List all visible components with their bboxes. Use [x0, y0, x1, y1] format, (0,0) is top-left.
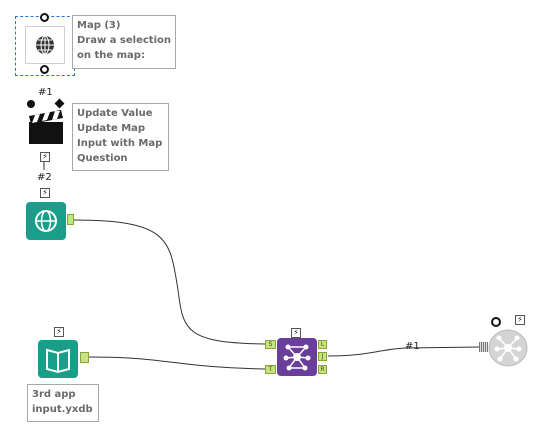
action-label: #1: [38, 87, 53, 98]
spatial-match-bolt-icon: ⚡: [291, 328, 301, 338]
text-input-output-anchor[interactable]: [80, 352, 89, 363]
action-connector-dot[interactable]: [27, 100, 35, 108]
action-tool[interactable]: [26, 108, 66, 146]
globe-icon: [35, 210, 57, 232]
spatial-match-input-t[interactable]: T: [265, 365, 276, 374]
wire-text-input-to-spatial-match: [88, 356, 266, 370]
disabled-tool-bolt-icon: ⚡: [515, 315, 525, 325]
spatial-match-input-s[interactable]: S: [265, 340, 276, 349]
action-bolt-icon: ⚡: [40, 152, 50, 162]
network-icon: [488, 329, 528, 367]
spatial-match-tool[interactable]: [277, 338, 317, 376]
action-annotation: Update Value Update Map Input with Map Q…: [72, 103, 169, 171]
map-input-output-anchor[interactable]: [67, 214, 74, 225]
spatial-match-output-r[interactable]: R: [318, 365, 327, 374]
map-input-bolt-icon: ⚡: [40, 188, 50, 198]
map-question-connector-bottom[interactable]: [40, 65, 49, 74]
map-question-annotation: Map (3) Draw a selection on the map:: [72, 15, 176, 69]
globe-icon: [36, 35, 54, 55]
map-input-tool[interactable]: [26, 202, 66, 240]
book-icon: [46, 348, 70, 374]
text-input-annotation: 3rd app input.yxdb: [27, 384, 99, 422]
wire-spatial-match-to-output: [327, 346, 481, 357]
spatial-match-output-j[interactable]: J: [318, 352, 327, 361]
output-connection-label: #1: [405, 341, 420, 352]
wire-map-to-spatial-match: [72, 219, 266, 345]
text-input-tool[interactable]: [38, 340, 78, 378]
clapperboard-icon: [29, 110, 63, 144]
text-input-bolt-icon: ⚡: [54, 327, 64, 337]
spatial-match-output-l[interactable]: L: [318, 340, 327, 349]
map-question-connector-top[interactable]: [40, 13, 49, 22]
map-question-icon-box[interactable]: [25, 26, 65, 64]
disabled-tool-connector-dot[interactable]: [491, 317, 501, 327]
connector-label-2: #2: [37, 172, 52, 183]
disabled-tool-input-anchor[interactable]: [479, 342, 488, 352]
disabled-tool[interactable]: [487, 328, 529, 368]
network-icon: [283, 344, 311, 371]
